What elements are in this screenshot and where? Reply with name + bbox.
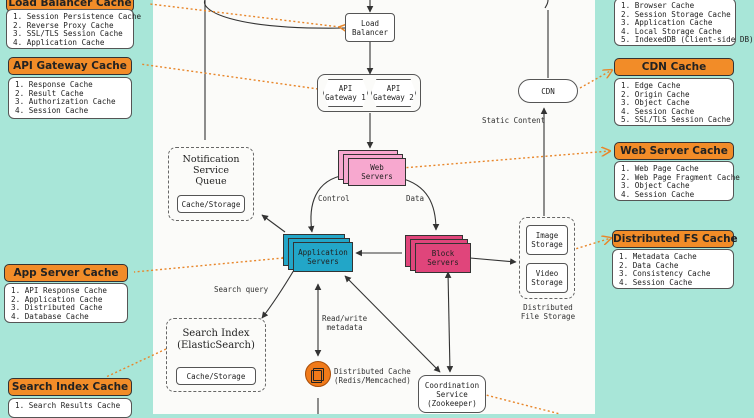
list-item: 4. Session Cache	[621, 106, 695, 116]
distributed-file-storage-label: Distributed File Storage	[520, 303, 576, 321]
list-item: 5. SSL/TLS Session Cache	[621, 115, 731, 125]
list-item: 4. Session Cache	[621, 189, 695, 199]
list-item: 2. Web Page Fragment Cache	[621, 172, 740, 182]
web-server-cache-list: 1. Web Page Cache 2. Web Page Fragment C…	[614, 161, 740, 201]
block-servers-node: Block Servers	[415, 243, 471, 273]
list-item: 2. Reverse Proxy Cache	[13, 20, 114, 30]
list-item: 2. Origin Cache	[621, 89, 690, 99]
list-item: 1. Metadata Cache	[619, 252, 697, 261]
list-item: 4. Session Cache	[619, 277, 693, 287]
list-item: 2. Session Storage Cache	[621, 9, 731, 19]
load-balancer-cache-list: 1. Session Persistence Cache 2. Reverse …	[6, 9, 142, 49]
image-storage-node: Image Storage	[526, 225, 568, 255]
list-item: 1. Edge Cache	[621, 81, 681, 90]
search-index-label: Search Index (ElasticSearch)	[177, 328, 255, 351]
list-item: 1. Browser Cache	[621, 1, 695, 10]
notification-storage-node: Cache/Storage	[177, 195, 245, 213]
list-item: 4. Local Storage Cache	[621, 26, 722, 36]
client-cache-list: 1. Browser Cache 2. Session Storage Cach…	[614, 0, 754, 46]
notification-queue-label: Notification Service Queue	[182, 153, 240, 187]
load-balancer-node: Load Balancer	[345, 13, 395, 42]
distributed-fs-cache-title: Distributed FS Cache	[612, 230, 738, 248]
cdn-cache-list: 1. Edge Cache 2. Origin Cache 3. Object …	[614, 78, 734, 126]
api-gateway-2-node: API Gateway 2	[371, 79, 416, 107]
list-item: 1. Web Page Cache	[621, 164, 699, 173]
web-server-cache-title: Web Server Cache	[614, 142, 734, 160]
list-item: 1. Session Persistence Cache	[13, 12, 142, 21]
list-item: 2. Data Cache	[619, 260, 679, 270]
distributed-cache-label: Distributed Cache (Redis/Memcached)	[334, 367, 411, 385]
control-label: Control	[318, 194, 350, 203]
list-item: 1. Search Results Cache	[15, 401, 121, 410]
block-servers-stack: Block Servers	[405, 235, 475, 275]
list-item: 1. Response Cache	[15, 80, 93, 89]
list-item: 2. Application Cache	[11, 294, 103, 304]
list-item: 4. Session Cache	[15, 105, 89, 115]
distributed-cache-icon	[305, 361, 331, 387]
app-servers-stack: Application Servers	[283, 234, 355, 274]
list-item: 5. IndexedDB (Client-side DB)	[621, 35, 754, 45]
list-item: 3. SSL/TLS Session Cache	[13, 29, 123, 39]
api-gateway-1-node: API Gateway 1	[323, 79, 368, 107]
connectors	[105, 0, 740, 415]
static-content-label: Static Content	[482, 116, 546, 125]
search-index-cache-list: 1. Search Results Cache	[8, 398, 132, 418]
list-item: 4. Application Cache	[13, 37, 105, 47]
web-servers-stack: Web Servers	[338, 150, 408, 188]
list-item: 3. Authorization Cache	[15, 97, 116, 107]
coordination-service-node: Coordination Service (Zookeeper)	[418, 375, 486, 413]
list-item: 2. Result Cache	[15, 88, 84, 98]
app-server-cache-list: 1. API Response Cache 2. Application Cac…	[4, 283, 128, 323]
api-gateway-cache-title: API Gateway Cache	[8, 57, 132, 75]
distributed-fs-cache-list: 1. Metadata Cache 2. Data Cache 3. Consi…	[612, 249, 734, 289]
app-server-cache-title: App Server Cache	[4, 264, 128, 282]
search-storage-node: Cache/Storage	[176, 367, 256, 385]
cdn-cache-title: CDN Cache	[614, 58, 734, 76]
search-index-cache-title: Search Index Cache	[8, 378, 132, 396]
list-item: 3. Application Cache	[621, 18, 713, 28]
cdn-node: CDN	[518, 79, 578, 103]
list-item: 3. Object Cache	[621, 98, 690, 108]
web-servers-node: Web Servers	[348, 158, 406, 186]
api-gateway-cache-list: 1. Response Cache 2. Result Cache 3. Aut…	[8, 77, 132, 119]
data-label: Data	[406, 194, 425, 203]
list-item: 4. Database Cache	[11, 311, 89, 321]
app-servers-node: Application Servers	[293, 242, 353, 272]
read-write-metadata-label: Read/write metadata	[322, 314, 368, 332]
video-storage-node: Video Storage	[526, 263, 568, 293]
list-item: 1. API Response Cache	[11, 286, 108, 295]
list-item: 3. Distributed Cache	[11, 303, 103, 313]
list-item: 3. Object Cache	[621, 181, 690, 191]
list-item: 3. Consistency Cache	[619, 269, 711, 279]
search-query-label: Search query	[214, 285, 269, 294]
